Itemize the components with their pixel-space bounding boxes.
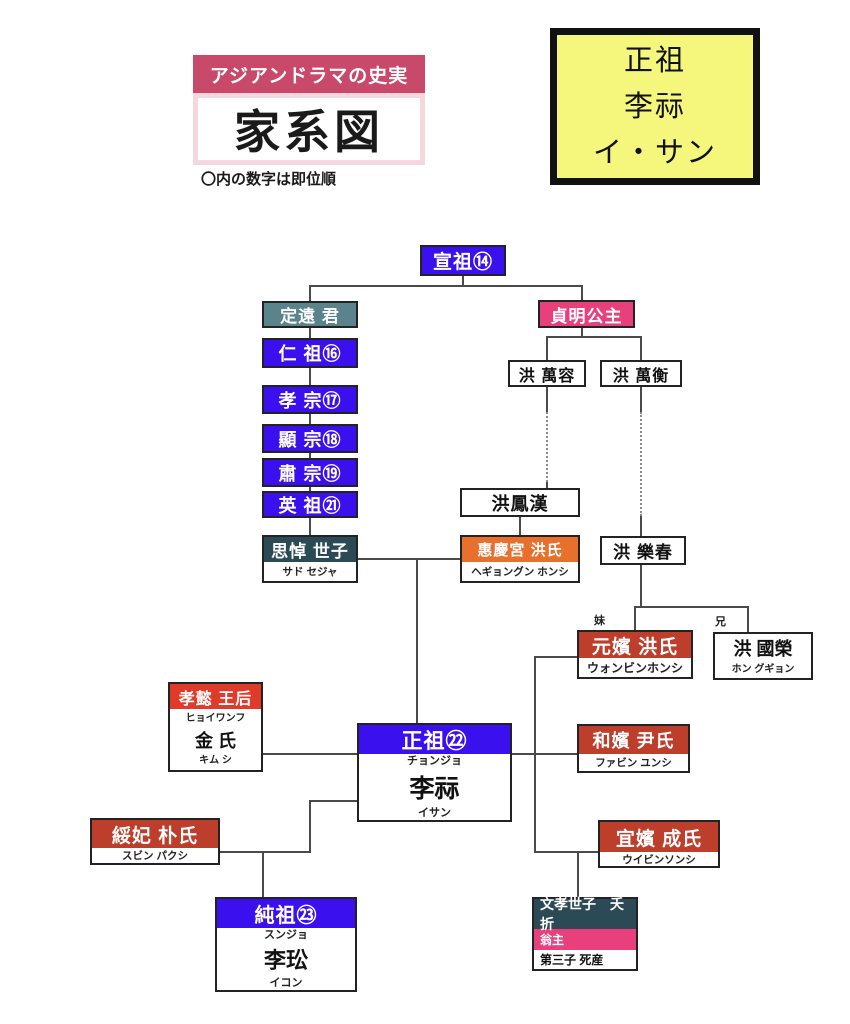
- connector-line: [546, 336, 548, 360]
- node-munhyo-seja-group: 文孝世子 夭折 翁主 第三子 死産: [532, 896, 638, 971]
- connector-line: [747, 606, 749, 632]
- connector-line: [310, 800, 357, 802]
- connector-line: [640, 565, 642, 608]
- node-hyeonjong: 顯 宗⑱: [262, 424, 358, 453]
- connector-line: [581, 285, 583, 300]
- connector-line: [309, 800, 311, 853]
- connector-line: [309, 285, 311, 301]
- node-hong-gugyeong: 洪 國榮 ホン グギョン: [713, 632, 813, 680]
- connector-line: [220, 851, 311, 853]
- connector-line: [546, 482, 548, 488]
- connector-line: [262, 851, 264, 897]
- connector-line: [462, 276, 464, 286]
- node-hwabin-yun: 和嬪 尹氏 ファビン ユンシ: [577, 724, 690, 773]
- series-badge: アジアンドラマの史実: [193, 55, 425, 93]
- node-subin-park: 綏妃 朴氏 スビン パクシ: [90, 818, 220, 865]
- node-reading: サド セジャ: [264, 562, 356, 581]
- ongju-row: 翁主: [534, 929, 636, 950]
- node-reading: イコン: [269, 977, 303, 989]
- node-label: 孝懿 王后: [170, 684, 261, 709]
- node-jeongmyeong-gongju: 貞明公主: [538, 300, 635, 328]
- node-reading: チョンジョ: [407, 755, 462, 767]
- node-reading: キム シ: [199, 754, 232, 766]
- node-injo: 仁 祖⑯: [262, 338, 358, 368]
- node-yeongjo: 英 祖㉑: [262, 491, 358, 518]
- connector-line: [634, 606, 636, 630]
- node-name: 金 氏: [194, 730, 236, 751]
- node-hyegyeonggung-hong: 惠慶宮 洪氏 ヘギョングン ホンシ: [460, 535, 580, 583]
- connector-line: [546, 387, 548, 412]
- node-hong-manhyeong: 洪 萬衡: [600, 360, 682, 387]
- node-label: 惠慶宮 洪氏: [462, 537, 578, 562]
- subject-highlight-box: 正祖 李祘 イ・サン: [550, 28, 760, 185]
- node-reading: ホン グギョン: [731, 663, 795, 675]
- subject-name-hanja: 李祘: [623, 90, 686, 123]
- node-reading: スンジョ: [264, 929, 308, 941]
- connector-line: [512, 753, 577, 755]
- node-name: 李祘: [409, 775, 460, 803]
- connector-line: [534, 656, 577, 658]
- node-hong-bonghan: 洪鳳漢: [460, 488, 580, 517]
- node-name: 李玜: [263, 948, 308, 973]
- connector-line: [634, 606, 749, 608]
- connector-line: [357, 558, 460, 560]
- connector-line-dotted: [546, 412, 548, 482]
- node-label: 正祖㉒: [359, 725, 510, 754]
- node-reading: ウォンビンホンシ: [579, 658, 691, 677]
- connector-line: [534, 851, 598, 853]
- connector-line: [263, 753, 357, 755]
- connector-line: [640, 387, 642, 412]
- node-label: 思悼 世子: [264, 537, 356, 562]
- page-title: 家系図: [193, 93, 425, 165]
- node-wonbin-hong: 元嬪 洪氏 ウォンビンホンシ: [577, 630, 693, 679]
- node-hyojong: 孝 宗⑰: [262, 385, 358, 414]
- node-label: 宜嬪 成氏: [600, 822, 718, 852]
- munhyo-seja-row: 文孝世子 夭折: [534, 896, 636, 932]
- connector-line: [546, 336, 641, 338]
- node-reading: ファビン ユンシ: [579, 754, 688, 771]
- node-label: 綏妃 朴氏: [92, 820, 218, 848]
- connector-line: [577, 851, 579, 897]
- third-child-row: 第三子 死産: [534, 950, 636, 969]
- node-label: 洪 國榮: [733, 638, 793, 659]
- node-sunjo: 純祖㉓ スンジョ 李玜 イコン: [215, 897, 357, 992]
- node-reading: スビン パクシ: [92, 848, 218, 863]
- node-label: 和嬪 尹氏: [579, 726, 688, 754]
- node-reading: ヘギョングン ホンシ: [462, 562, 578, 581]
- connector-line: [309, 285, 583, 287]
- node-hong-nakchun: 洪 樂春: [600, 536, 686, 565]
- node-reading: ヒョイワンフ: [185, 712, 246, 724]
- connector-line: [416, 558, 418, 723]
- brother-label: 兄: [715, 616, 726, 628]
- node-sado-seja: 思悼 世子 サド セジャ: [262, 535, 358, 583]
- node-reading: イサン: [418, 807, 451, 819]
- subject-title: 正祖: [623, 44, 686, 77]
- sister-label: 妹: [594, 615, 605, 627]
- connector-line-dotted: [640, 412, 642, 516]
- node-uibin-seong: 宜嬪 成氏 ウイビンソンシ: [598, 820, 720, 868]
- node-seonjo: 宣祖⑭: [420, 245, 506, 276]
- node-hong-manyong: 洪 萬容: [508, 360, 586, 387]
- node-hyoui-wanghu: 孝懿 王后 ヒョイワンフ 金 氏 キム シ: [168, 682, 263, 772]
- legend-note: 〇内の数字は即位順: [201, 171, 337, 188]
- node-jeongjo: 正祖㉒ チョンジョ 李祘 イサン: [357, 723, 512, 822]
- subject-name-kana: イ・サン: [592, 136, 717, 169]
- node-label: 元嬪 洪氏: [579, 632, 691, 658]
- connector-line: [519, 517, 521, 535]
- node-reading: ウイビンソンシ: [600, 852, 718, 866]
- connector-line: [581, 328, 583, 338]
- node-sukjong: 肅 宗⑲: [262, 458, 358, 487]
- connector-line: [640, 336, 642, 360]
- node-jeongwon-gun: 定遠 君: [262, 301, 358, 328]
- node-label: 純祖㉓: [217, 899, 355, 928]
- connector-line: [640, 516, 642, 536]
